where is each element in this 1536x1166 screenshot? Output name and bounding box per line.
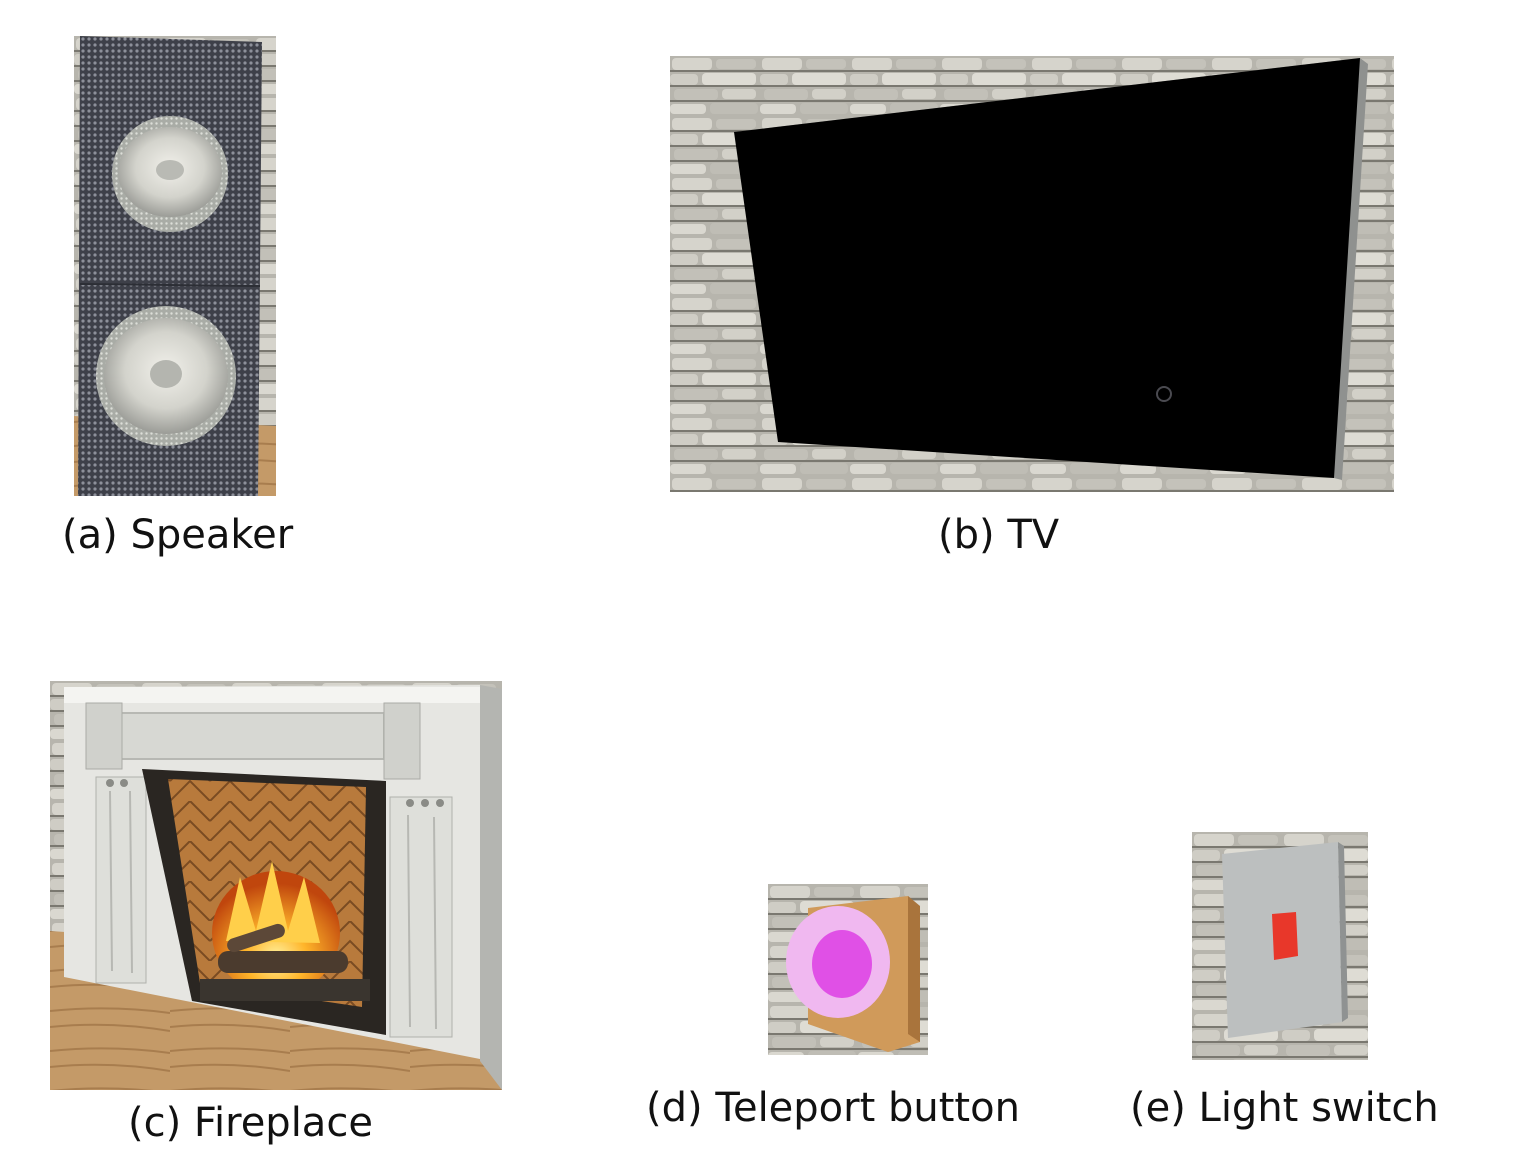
tv-image [670,56,1394,492]
teleport-button-caption: (d) Teleport button [646,1085,1020,1131]
fireplace-image [50,681,502,1090]
speaker-caption: (a) Speaker [62,512,294,558]
light-switch-caption: (e) Light switch [1130,1085,1439,1131]
tv-caption: (b) TV [938,512,1060,558]
teleport-button-image [768,884,928,1055]
speaker-image [74,36,276,496]
light-switch-image [1192,832,1368,1060]
fireplace-caption: (c) Fireplace [128,1100,373,1146]
